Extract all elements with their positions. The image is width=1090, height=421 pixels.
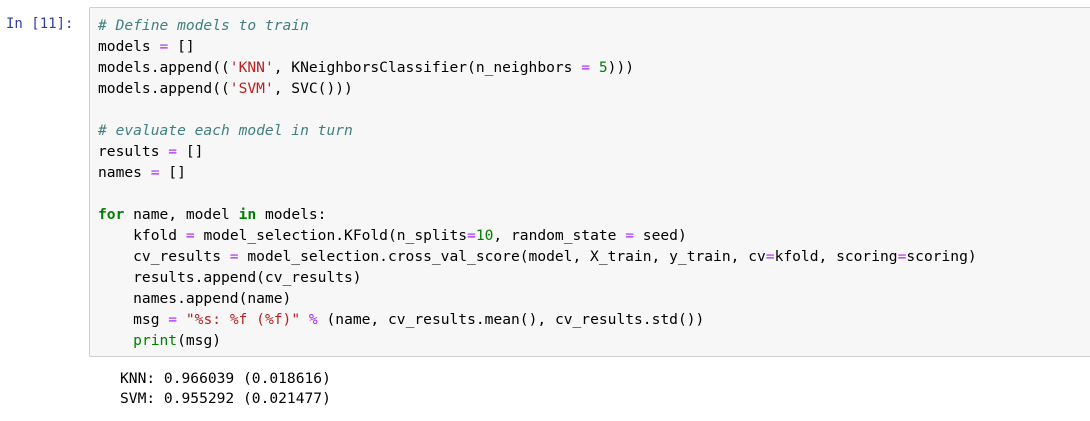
code-line: msg = "%s: %f (%f)" % (name, cv_results.… xyxy=(98,309,977,330)
code-token: = xyxy=(467,227,476,244)
code-token: [] xyxy=(159,164,186,181)
code-line: models.append(('KNN', KNeighborsClassifi… xyxy=(98,57,977,78)
code-token: results xyxy=(98,143,169,160)
code-token xyxy=(300,311,309,328)
code-token: = xyxy=(625,227,635,244)
code-token xyxy=(177,311,186,328)
code-token: seed) xyxy=(634,227,687,244)
output-line: SVM: 0.955292 (0.021477) xyxy=(120,390,331,407)
code-token xyxy=(98,332,133,349)
code-token: msg xyxy=(98,311,169,328)
code-token: for xyxy=(98,206,125,223)
code-token: 5 xyxy=(598,59,608,76)
code-line xyxy=(98,99,977,120)
cell-output: KNN: 0.966039 (0.018616) SVM: 0.955292 (0… xyxy=(120,369,331,409)
code-line: models.append(('SVM', SVC())) xyxy=(98,78,977,99)
code-line: print(msg) xyxy=(98,330,977,351)
code-line xyxy=(98,183,977,204)
code-token: # Define models to train xyxy=(98,17,309,34)
code-token: ))) xyxy=(607,59,635,76)
code-token: results.append(cv_results) xyxy=(98,269,362,286)
code-token: (msg) xyxy=(177,332,222,349)
code-token: # evaluate each model in turn xyxy=(98,122,353,139)
code-line: cv_results = model_selection.cross_val_s… xyxy=(98,246,977,267)
code-token: = xyxy=(168,143,178,160)
code-token: = xyxy=(168,311,178,328)
code-token: , KNeighborsClassifier(n_neighbors xyxy=(273,59,582,76)
code-line: results = [] xyxy=(98,141,977,162)
code-token: , SVC())) xyxy=(273,80,353,97)
output-line: KNN: 0.966039 (0.018616) xyxy=(120,370,331,387)
code-token: scoring) xyxy=(906,248,977,265)
code-token: [] xyxy=(177,143,204,160)
code-token: models.append(( xyxy=(98,59,230,76)
code-line: for name, model in models: xyxy=(98,204,977,225)
code-token: = xyxy=(581,59,591,76)
code-line: names = [] xyxy=(98,162,977,183)
code-token: models.append(( xyxy=(98,80,230,97)
code-token: model_selection.cross_val_score(model, X… xyxy=(238,248,766,265)
input-prompt: In [11]: xyxy=(6,16,74,32)
code-token: = xyxy=(229,248,239,265)
code-token: = xyxy=(159,38,169,55)
code-token: model_selection.KFold(n_splits xyxy=(194,227,468,244)
code-token: = xyxy=(185,227,195,244)
code-token: kfold xyxy=(98,227,186,244)
code-token: models: xyxy=(256,206,327,223)
code-line: # evaluate each model in turn xyxy=(98,120,977,141)
code-token: 10 xyxy=(475,227,494,244)
code-token: (name, cv_results.mean(), cv_results.std… xyxy=(317,311,705,328)
code-token: models xyxy=(98,38,160,55)
code-token: 'KNN' xyxy=(229,59,274,76)
code-line: models = [] xyxy=(98,36,977,57)
code-token: "%s: %f (%f)" xyxy=(185,311,301,328)
code-token: kfold, scoring xyxy=(774,248,898,265)
code-token: name, model xyxy=(124,206,239,223)
code-line: # Define models to train xyxy=(98,15,977,36)
code-token: [] xyxy=(168,38,195,55)
code-token: in xyxy=(238,206,257,223)
code-token: cv_results xyxy=(98,248,230,265)
code-line: results.append(cv_results) xyxy=(98,267,977,288)
code-line: kfold = model_selection.KFold(n_splits=1… xyxy=(98,225,977,246)
code-token: , random_state xyxy=(493,227,626,244)
code-token: names xyxy=(98,164,151,181)
code-token: % xyxy=(308,311,318,328)
code-token: 'SVM' xyxy=(229,80,274,97)
code-token: = xyxy=(150,164,160,181)
code-token: names.append(name) xyxy=(98,290,292,307)
code-token xyxy=(590,59,599,76)
code-token: print xyxy=(133,332,178,349)
code-line: names.append(name) xyxy=(98,288,977,309)
code-token: = xyxy=(765,248,775,265)
code-token: = xyxy=(897,248,907,265)
